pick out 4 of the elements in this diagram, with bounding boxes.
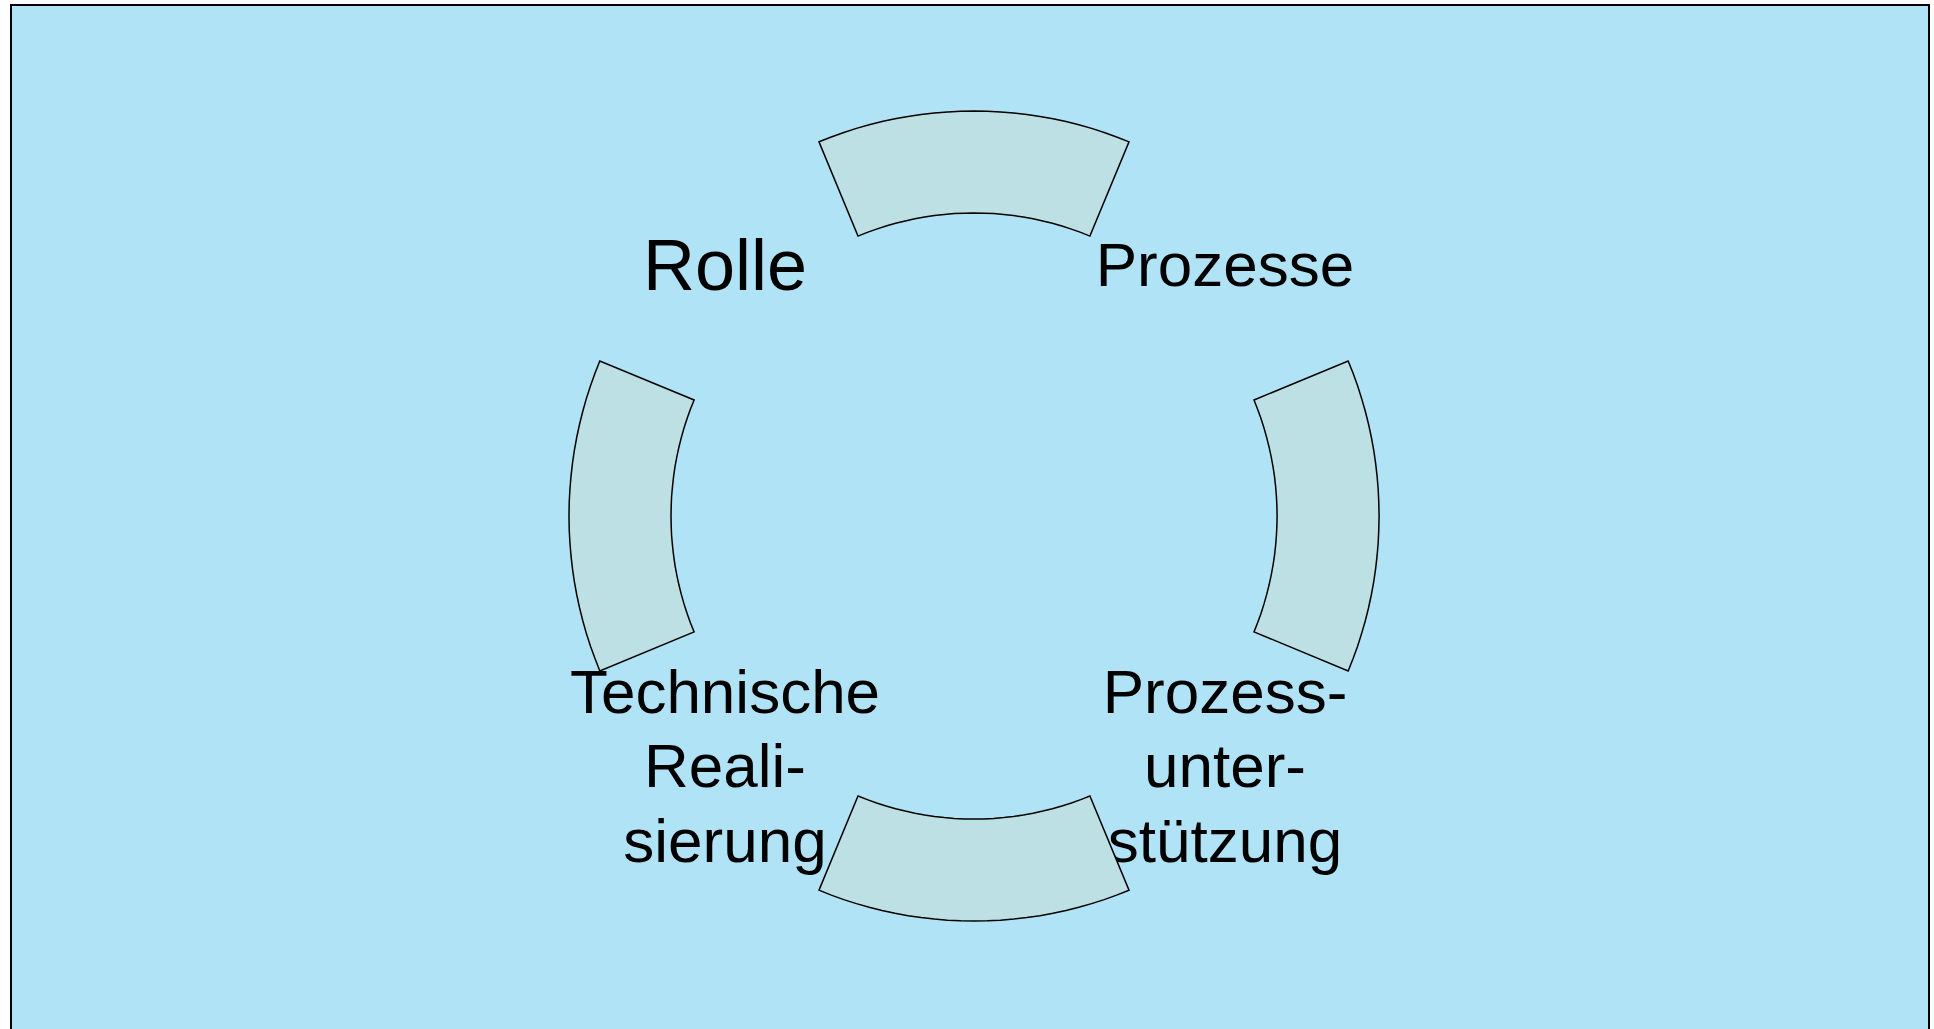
label-text: Prozess- unter- stützung <box>1101 656 1349 877</box>
label-text: Technische Reali- sierung <box>568 656 882 877</box>
label-text: Rolle <box>641 224 809 307</box>
label-text: Prozesse <box>1094 229 1356 301</box>
